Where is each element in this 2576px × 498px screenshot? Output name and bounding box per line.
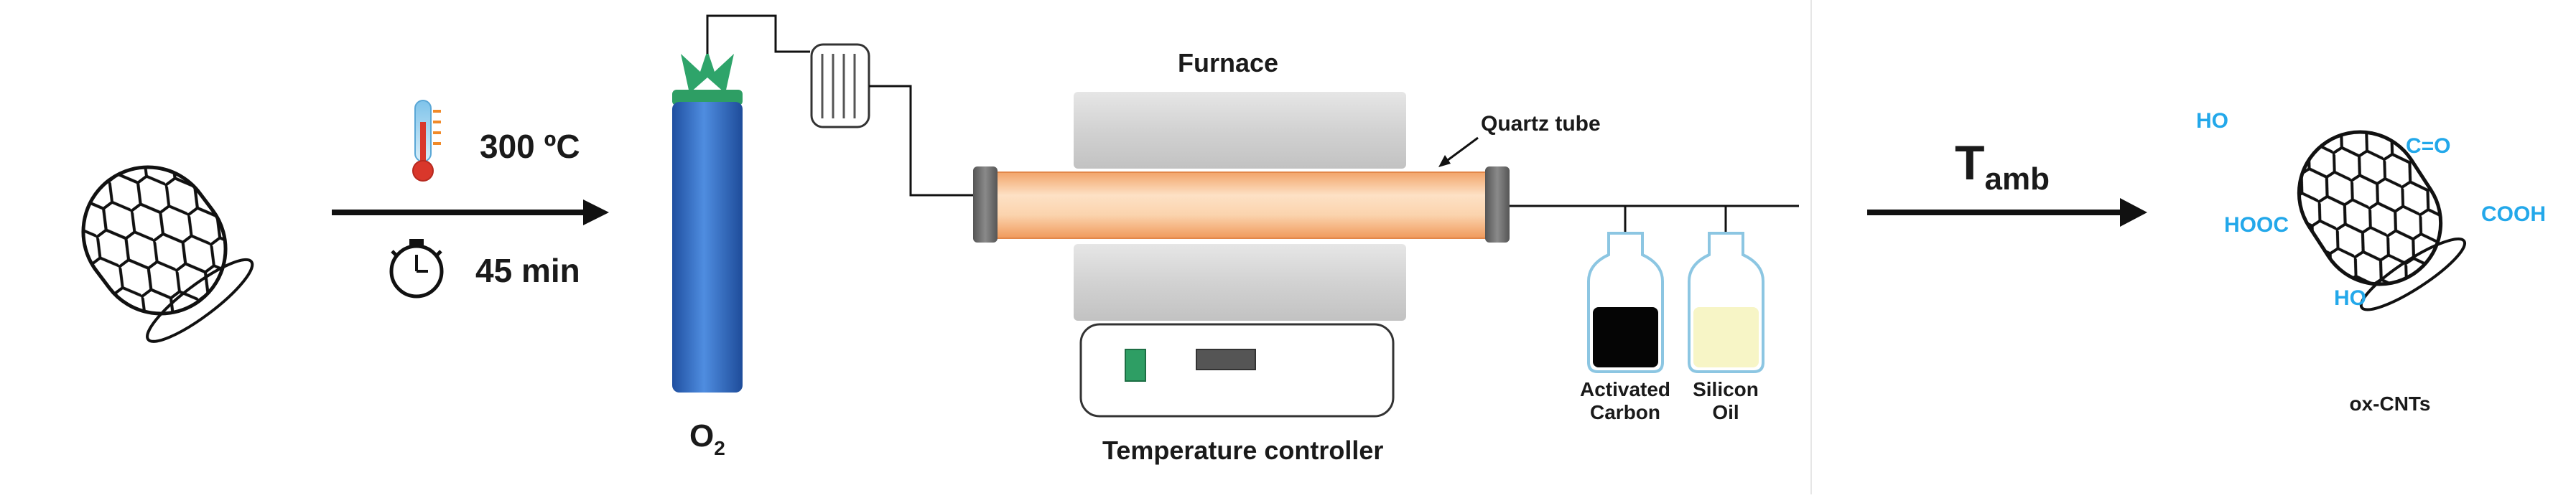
trap-label-oil-line1: Silicon xyxy=(1693,378,1759,400)
functional-group-ho-bottom: HO xyxy=(2334,286,2366,310)
functional-group-ho-top: HO xyxy=(2196,109,2228,133)
trap-label-oil-line2: Oil xyxy=(1712,401,1739,423)
bubbler-icon xyxy=(1587,232,1664,373)
reaction-arrow xyxy=(332,199,609,225)
time-label: 45 min xyxy=(475,252,580,289)
functional-group-cooh: COOH xyxy=(2481,202,2546,226)
cooling-arrow xyxy=(1867,198,2147,227)
furnace-label: Furnace xyxy=(1178,48,1278,77)
quartz-tube-pointer xyxy=(1438,136,1479,167)
functionalized-nanotube-icon xyxy=(2275,108,2467,311)
functional-group-hooc: HOOC xyxy=(2224,213,2289,237)
temperature-controller-icon xyxy=(1079,323,1395,418)
product-label: ox-CNTs xyxy=(2349,393,2430,415)
trap-label-carbon-line1: Activated xyxy=(1580,378,1670,400)
trap-label-carbon-line2: Carbon xyxy=(1590,401,1660,423)
stopwatch-icon xyxy=(389,239,444,299)
flowmeter-icon xyxy=(810,43,870,128)
gas-line-to-flowmeter xyxy=(706,14,810,54)
bubbler-icon xyxy=(1688,232,1764,373)
o2-label: O2 xyxy=(689,418,725,459)
carbon-nanotube-icon xyxy=(57,141,254,343)
quartz-tube-label: Quartz tube xyxy=(1481,112,1601,136)
temperature-controller-label: Temperature controller xyxy=(1102,436,1383,465)
tube-furnace-icon xyxy=(973,92,1510,321)
temperature-label: 300 ºC xyxy=(480,128,580,165)
gas-line-to-furnace xyxy=(869,85,973,197)
functional-group-carbonyl: C=O xyxy=(2406,134,2451,158)
thermometer-icon xyxy=(412,100,441,182)
gas-cylinder-icon xyxy=(672,50,743,393)
ambient-temperature-label: Tamb xyxy=(1955,136,2050,197)
